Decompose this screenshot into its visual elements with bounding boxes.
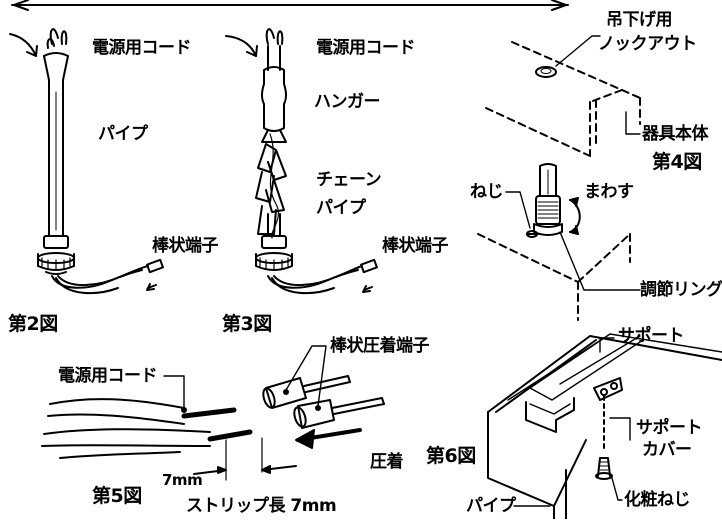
- fig4-title: 第4図: [652, 151, 702, 173]
- fig5-title: 第5図: [92, 485, 142, 507]
- fig3-drawing: [225, 28, 378, 295]
- fig4-knockout-label-line1: 吊下げ用: [606, 10, 673, 30]
- top-dimension-line: [11, 0, 569, 11]
- fig4-screw-label: ねじ: [470, 182, 504, 202]
- fig6-pipe-label: パイプ: [466, 496, 516, 516]
- fig5-drawing: [41, 345, 385, 481]
- fig4-turn-label: まわす: [584, 182, 634, 202]
- fig2-power-cord-label: 電源用コード: [92, 38, 192, 58]
- crimp-terminal-1: [262, 375, 351, 409]
- fig4-knockout-label-line2: ノックアウト: [598, 34, 697, 54]
- fig3-pipe-label: パイプ: [316, 198, 366, 218]
- crimp-terminal-2: [293, 397, 385, 429]
- fig5-dimension-label: 7mm: [162, 471, 203, 489]
- fig5-strip-length-label: ストリップ長 7mm: [186, 496, 337, 516]
- fig2-terminal-label: 棒状端子: [152, 236, 219, 256]
- fig6-drawing: [487, 333, 722, 520]
- fig2-title: 第2図: [8, 313, 58, 335]
- fig6-title: 第6図: [426, 445, 476, 467]
- fig3-terminal-label: 棒状端子: [382, 236, 449, 256]
- fig5-crimp-terminal-label: 棒状圧着端子: [330, 336, 430, 356]
- fig6-screw-label: 化粧ねじ: [624, 490, 691, 510]
- fig4-ring-label: 調節リング: [640, 280, 722, 300]
- fig6-cover-label-line2: カバー: [642, 440, 692, 460]
- fig2-pipe-label: パイプ: [98, 124, 148, 144]
- fig6-cover-label-line1: サポート: [636, 418, 703, 438]
- fig3-power-cord-label: 電源用コード: [316, 38, 416, 58]
- fig3-title: 第3図: [222, 313, 272, 335]
- fig4-drawing: [477, 35, 641, 321]
- fig5-crimp-label: 圧着: [370, 452, 404, 472]
- fig4-body-label: 器具本体: [642, 124, 709, 144]
- fig3-hanger-label: ハンガー: [314, 92, 381, 112]
- fig2-drawing: [9, 28, 164, 295]
- fig6-support-label: サポート: [618, 326, 685, 346]
- fig5-power-cord-label: 電源用コード: [58, 366, 158, 386]
- fig3-chain-label: チェーン: [316, 170, 382, 190]
